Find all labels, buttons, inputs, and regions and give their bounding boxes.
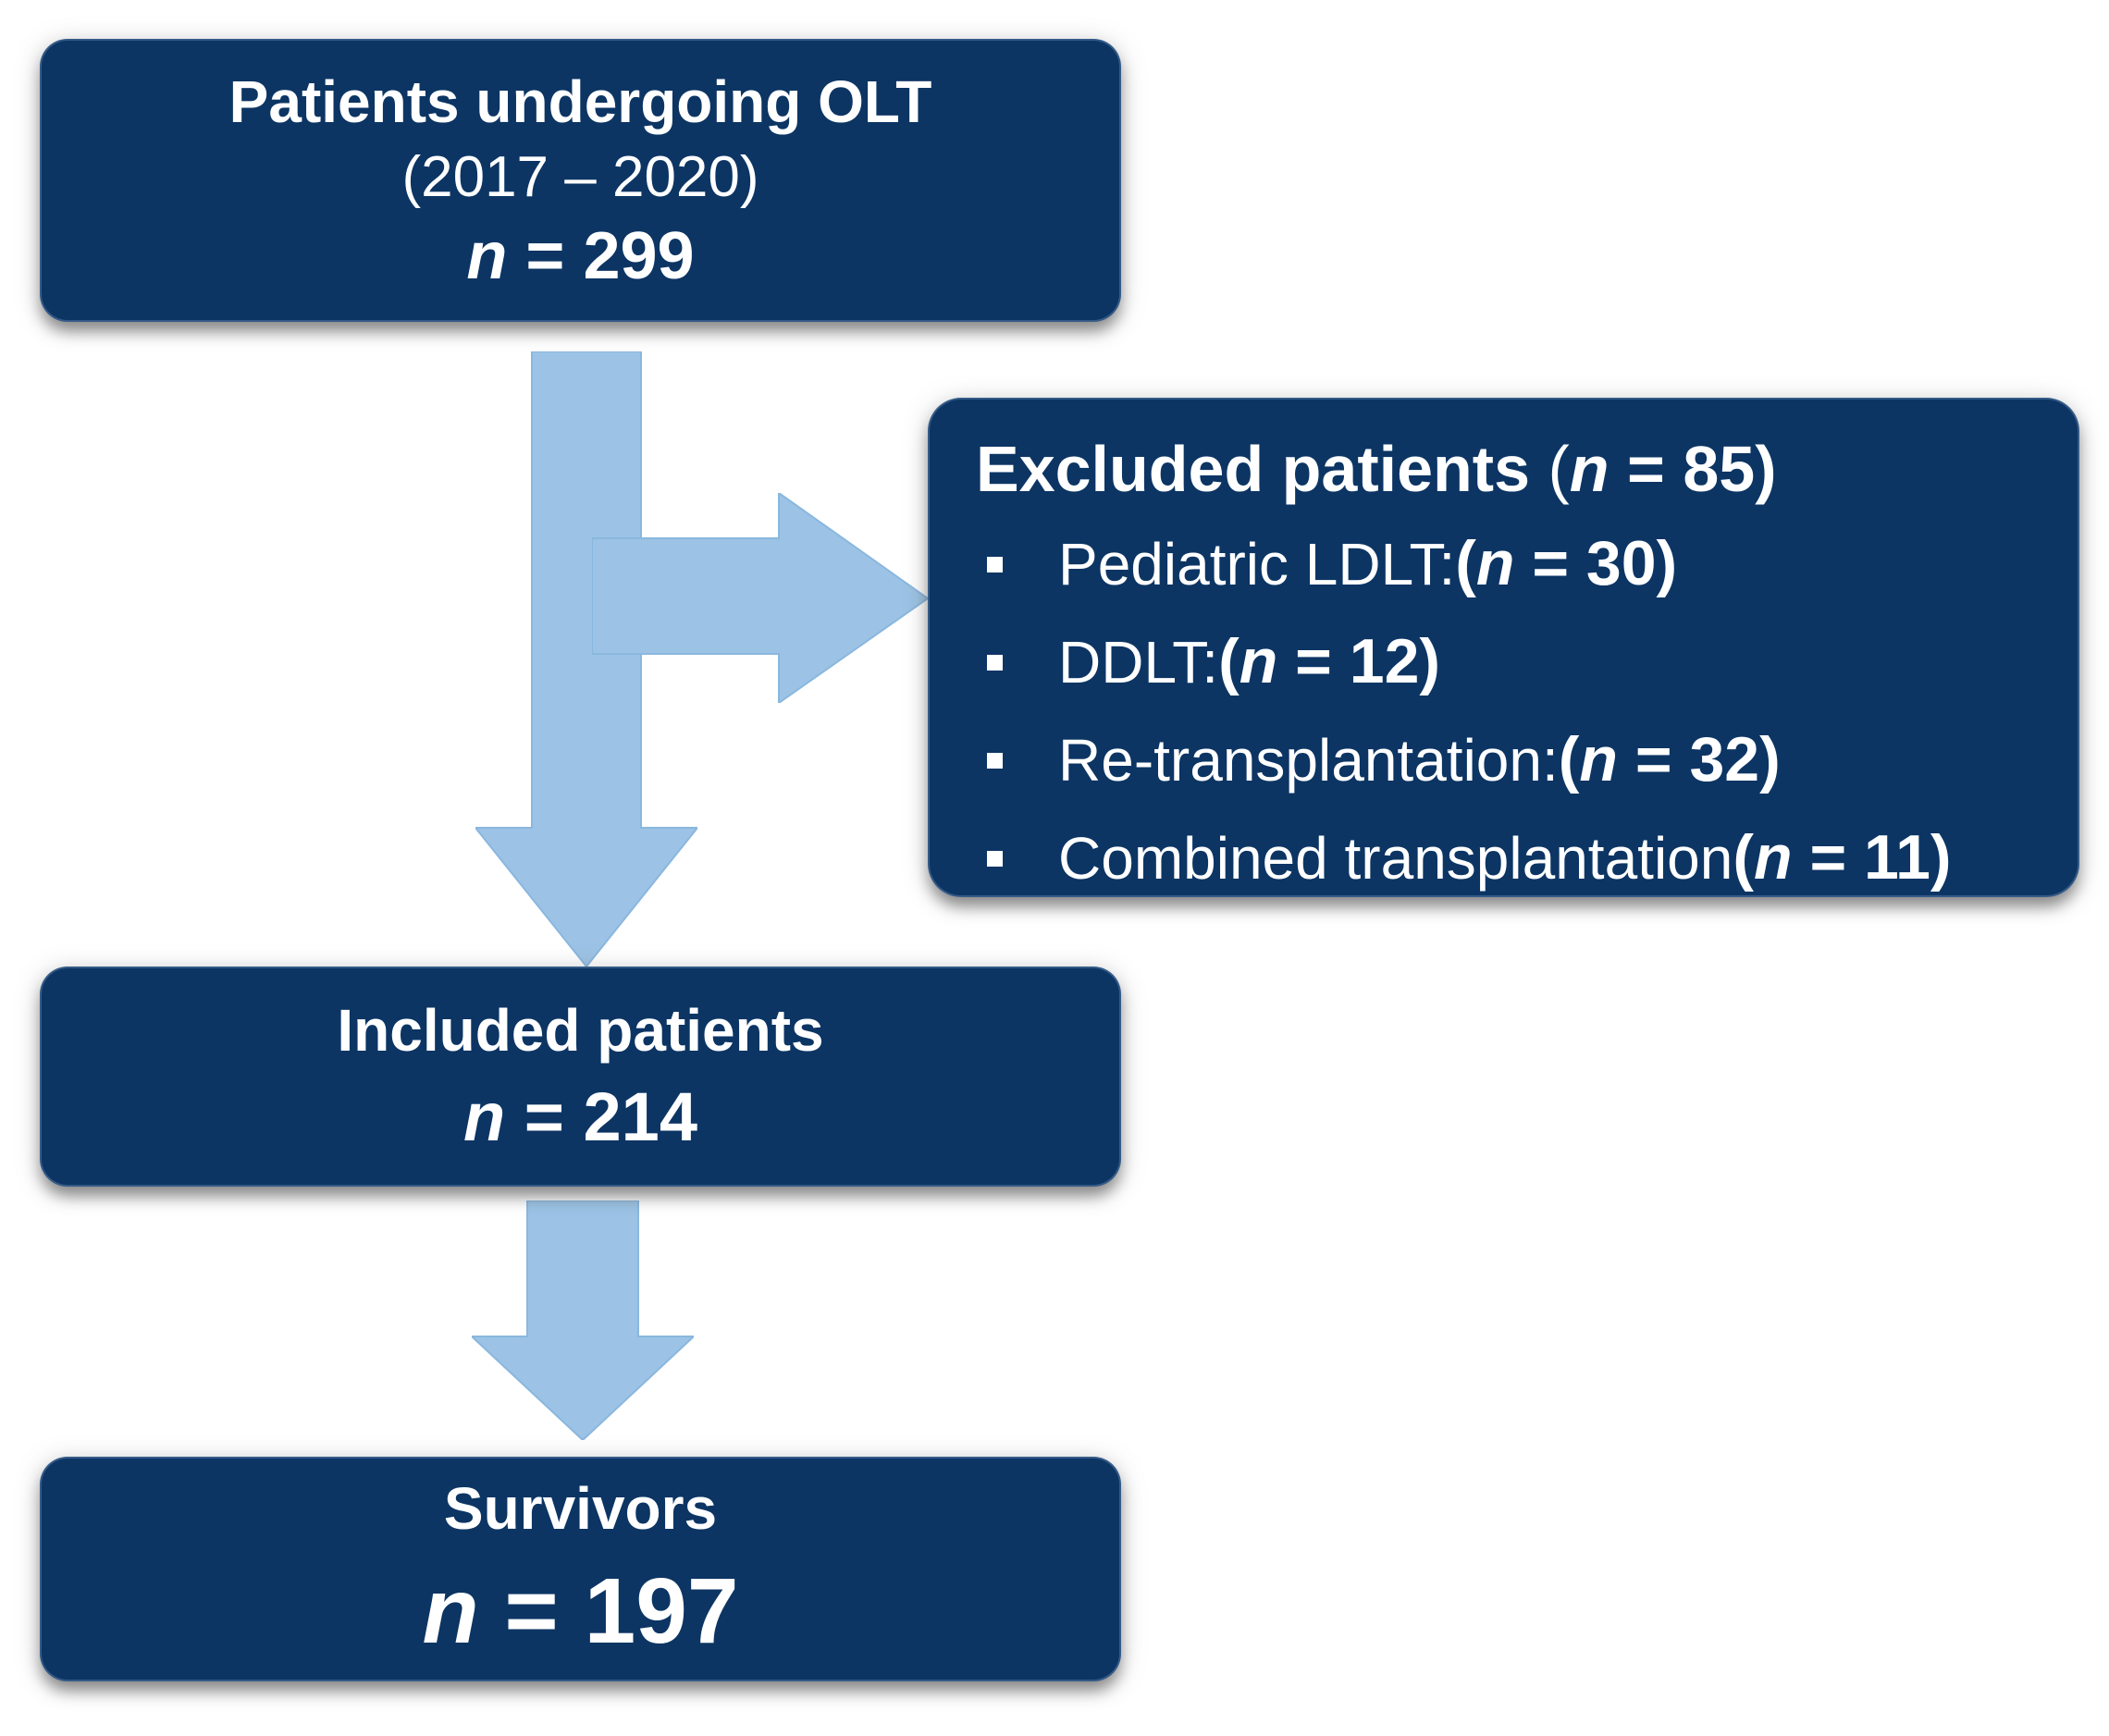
n-value: = 197: [478, 1558, 739, 1663]
top-box-count: n = 299: [466, 215, 694, 297]
excluded-item-combined-transplantation: Combined transplantation (n = 11): [976, 809, 2059, 907]
excluded-heading-paren: (: [1548, 433, 1570, 505]
included-box-count: n = 214: [463, 1071, 697, 1163]
n-value: = 12): [1277, 626, 1441, 696]
n-symbol: n: [1475, 528, 1515, 598]
excluded-box: Excluded patients (n = 85) Pediatric LDL…: [928, 398, 2079, 897]
n-symbol: n: [1754, 822, 1793, 893]
survivors-box-count: n = 197: [423, 1550, 739, 1672]
paren-open: (: [1455, 528, 1476, 598]
n-symbol: n: [1569, 433, 1610, 505]
included-box-title: Included patients: [337, 997, 824, 1064]
n-value: = 30): [1514, 528, 1678, 598]
excluded-item-count: (n = 12): [1218, 613, 1440, 710]
included-box: Included patients n = 214: [40, 966, 1121, 1187]
paren-open: (: [1558, 724, 1580, 794]
n-value: = 11): [1792, 822, 1952, 893]
survivors-box-title: Survivors: [443, 1474, 718, 1542]
paren-open: (: [1218, 626, 1240, 696]
n-value: = 32): [1617, 724, 1781, 794]
excluded-item-count: (n = 32): [1559, 711, 1781, 808]
bullet-square-icon: [987, 752, 1003, 769]
excluded-item-retransplantation: Re-transplantation: (n = 32): [976, 711, 2059, 809]
arrow-branch-to-excluded: [592, 493, 928, 703]
n-symbol: n: [1579, 724, 1618, 794]
survivors-box: Survivors n = 197: [40, 1457, 1121, 1681]
top-box: Patients undergoing OLT (2017 – 2020) n …: [40, 39, 1121, 322]
n-symbol: n: [466, 219, 508, 293]
excluded-item-count: (n = 30): [1455, 515, 1677, 612]
paren-open: (: [1733, 822, 1754, 893]
n-value: = 85): [1609, 433, 1777, 505]
n-symbol: n: [462, 1078, 506, 1155]
n-value: = 214: [505, 1078, 697, 1155]
excluded-item-label: DDLT:: [1058, 629, 1219, 696]
excluded-box-heading: Excluded patients (n = 85): [976, 423, 2059, 515]
excluded-item-label: Re-transplantation:: [1058, 727, 1559, 794]
excluded-item-ddlt: DDLT: (n = 12): [976, 613, 2059, 711]
n-value: = 299: [507, 219, 695, 293]
n-symbol: n: [422, 1558, 479, 1663]
bullet-square-icon: [987, 654, 1003, 671]
top-box-years: (2017 – 2020): [401, 145, 759, 209]
excluded-heading-text: Excluded patients: [976, 433, 1548, 505]
top-box-title: Patients undergoing OLT: [228, 68, 932, 135]
bullet-square-icon: [987, 556, 1003, 573]
excluded-item-label: Pediatric LDLT:: [1058, 531, 1456, 597]
bullet-square-icon: [987, 850, 1003, 867]
excluded-item-count: (n = 11): [1733, 809, 1951, 906]
arrow-top-to-included: [475, 351, 697, 966]
arrow-included-to-survivors: [472, 1200, 694, 1440]
excluded-item-pediatric-ldlt: Pediatric LDLT: (n = 30): [976, 515, 2059, 613]
n-symbol: n: [1239, 626, 1278, 696]
excluded-item-label: Combined transplantation: [1058, 825, 1733, 892]
